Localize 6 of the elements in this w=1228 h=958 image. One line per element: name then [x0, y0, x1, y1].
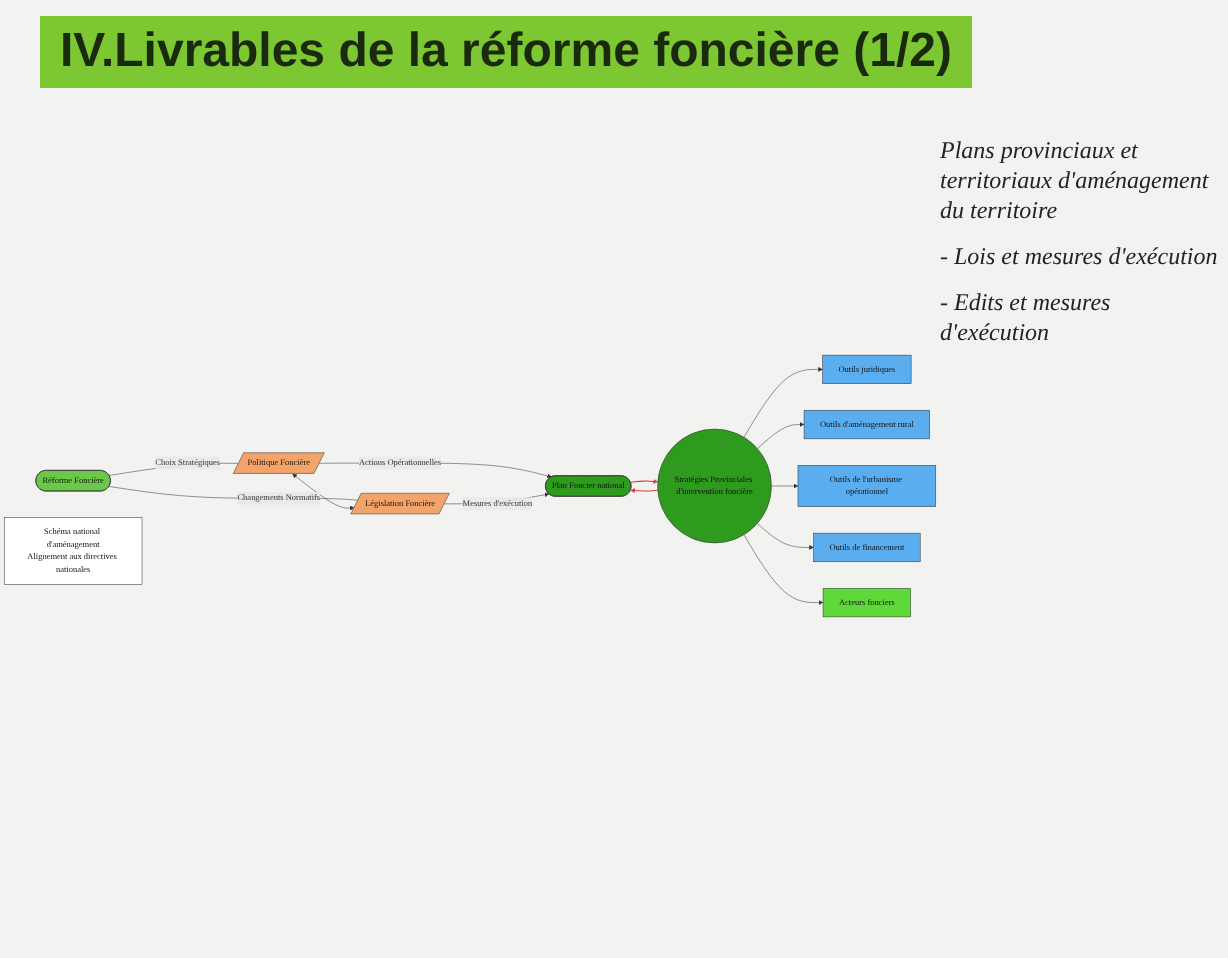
arrow [630, 488, 659, 493]
note-text: - Edits et mesures d'exécution [940, 288, 1113, 348]
note-text: Plans provinciaux et territoriaux d'aménagement du territoire [940, 136, 1211, 226]
slide-title: IV.Livrables de la réforme foncière (1/2) [40, 16, 972, 88]
note-text: - Lois et mesures d'exécution [940, 242, 1220, 272]
arrow [630, 479, 658, 484]
